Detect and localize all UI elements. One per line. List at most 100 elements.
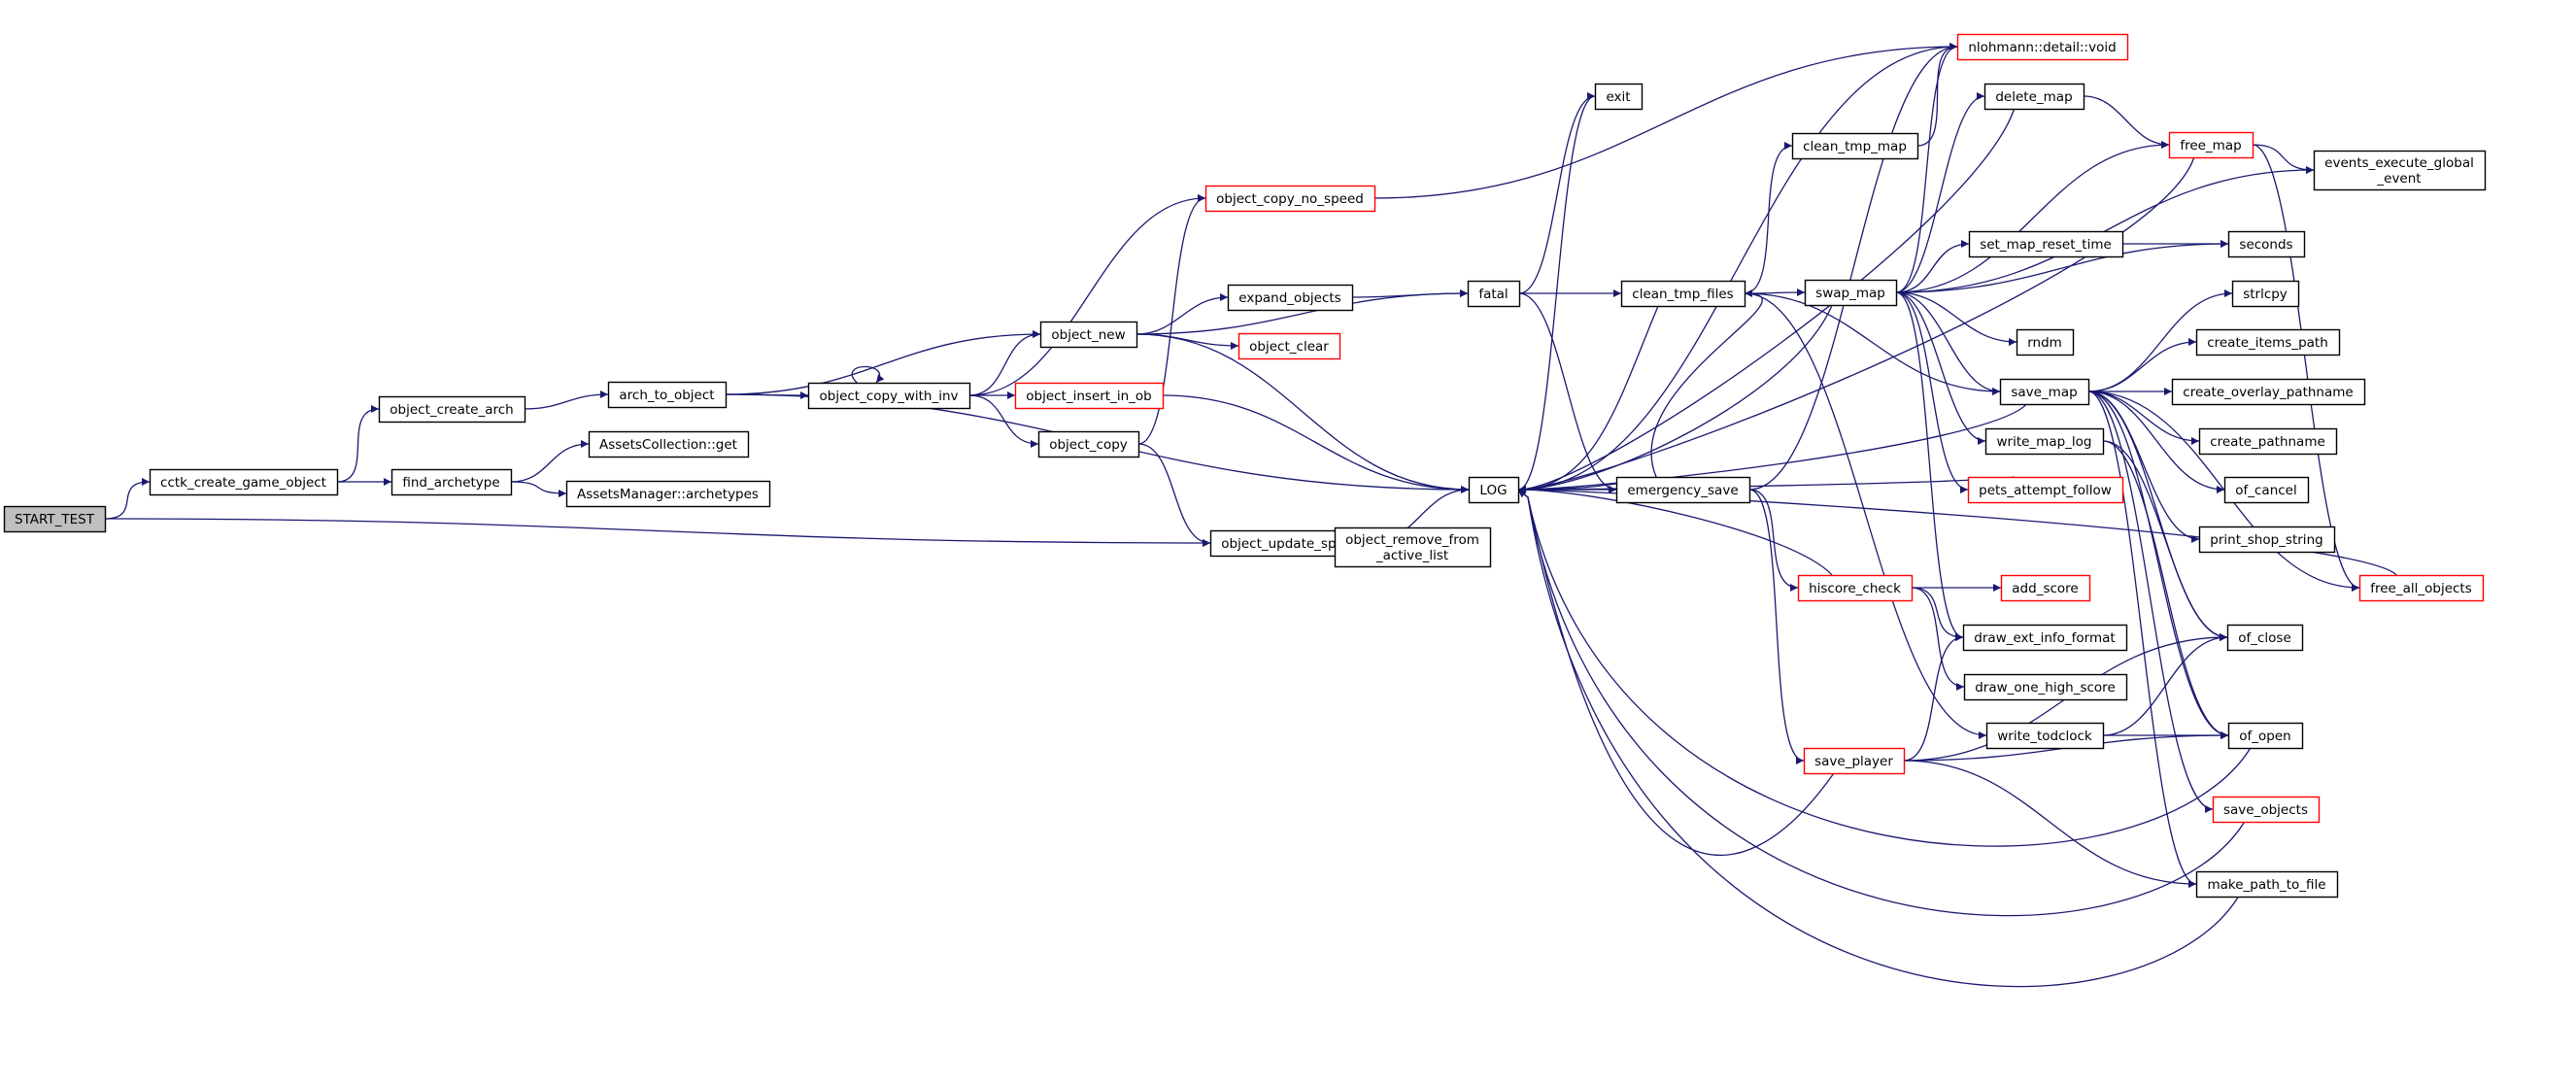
node-box[interactable] [378, 395, 526, 424]
node-box[interactable] [607, 381, 728, 409]
node-find-archetype[interactable]: find_archetype [390, 468, 513, 496]
node-log[interactable]: LOG [1468, 476, 1520, 504]
node-strlcpy[interactable]: strlcpy [2231, 280, 2300, 308]
node-box[interactable] [1594, 83, 1644, 111]
node-hiscore-check[interactable]: hiscore_check [1797, 574, 1914, 602]
node-box[interactable] [2016, 328, 2075, 356]
node-write-todclock[interactable]: write_todclock [1985, 722, 2105, 750]
node-create-pathname[interactable]: create_pathname [2198, 427, 2338, 456]
node-box[interactable] [1615, 476, 1751, 504]
node-box[interactable] [2231, 280, 2300, 308]
node-box[interactable] [390, 468, 513, 496]
node-box[interactable] [3, 505, 107, 533]
node-box[interactable] [1999, 378, 2090, 406]
node-box[interactable] [1803, 747, 1906, 775]
node-emergency-save[interactable]: emergency_save [1615, 476, 1751, 504]
node-cctk-create-game-object[interactable]: cctk_create_game_object [149, 468, 339, 496]
node-box[interactable] [1227, 284, 1354, 312]
node-box[interactable] [1956, 33, 2129, 61]
node-box[interactable] [1237, 332, 1341, 360]
node-object-remove-from-active-list[interactable]: object_remove_from_active_list [1334, 526, 1492, 568]
node-box[interactable] [2195, 870, 2339, 899]
node-box[interactable] [2227, 722, 2304, 750]
node-box[interactable] [1967, 476, 2124, 504]
node-box[interactable] [1968, 230, 2124, 258]
node-box[interactable] [2227, 230, 2306, 258]
node-box[interactable] [1467, 280, 1521, 308]
node-clean-tmp-files[interactable]: clean_tmp_files [1620, 280, 1746, 308]
node-box[interactable] [588, 430, 750, 458]
node-box[interactable] [1468, 476, 1520, 504]
node-save-map[interactable]: save_map [1999, 378, 2090, 406]
node-object-copy[interactable]: object_copy [1037, 430, 1140, 458]
node-box[interactable] [1984, 427, 2105, 456]
node-write-map-log[interactable]: write_map_log [1984, 427, 2105, 456]
node-object-create-arch[interactable]: object_create_arch [378, 395, 526, 424]
node-box[interactable] [1014, 382, 1165, 410]
node-box[interactable] [2223, 476, 2310, 504]
node-assetsmanager-archetypes[interactable]: AssetsManager::archetypes [565, 480, 771, 508]
node-box[interactable] [2226, 624, 2304, 652]
node-box[interactable] [1985, 722, 2105, 750]
node-start-test[interactable]: START_TEST [3, 505, 107, 533]
node-box[interactable] [149, 468, 339, 496]
node-object-new[interactable]: object_new [1039, 321, 1138, 349]
node-save-player[interactable]: save_player [1803, 747, 1906, 775]
node-draw-ext-info-format[interactable]: draw_ext_info_format [1962, 624, 2128, 652]
node-box[interactable] [1797, 574, 1914, 602]
node-box[interactable] [1620, 280, 1746, 308]
node-box[interactable] [2168, 131, 2254, 159]
node-print-shop-string[interactable]: print_shop_string [2198, 526, 2336, 554]
node-pets-attempt-follow[interactable]: pets_attempt_follow [1967, 476, 2124, 504]
node-box[interactable] [2195, 328, 2341, 356]
node-box[interactable] [2198, 526, 2336, 554]
node-box[interactable] [1204, 185, 1376, 213]
node-create-items-path[interactable]: create_items_path [2195, 328, 2341, 356]
call-edge-find-archetype-to-assetsmanager-archetypes [510, 481, 567, 497]
node-box[interactable] [1334, 526, 1492, 568]
node-make-path-to-file[interactable]: make_path_to_file [2195, 870, 2339, 899]
node-rndm[interactable]: rndm [2016, 328, 2075, 356]
node-box[interactable] [1963, 673, 2128, 701]
node-of-close[interactable]: of_close [2226, 624, 2304, 652]
node-box[interactable] [2358, 574, 2485, 602]
node-box[interactable] [1983, 83, 2085, 111]
node-free-map[interactable]: free_map [2168, 131, 2254, 159]
node-box[interactable] [807, 382, 971, 410]
node-delete-map[interactable]: delete_map [1983, 83, 2085, 111]
node-object-copy-no-speed[interactable]: object_copy_no_speed [1204, 185, 1376, 213]
node-fatal[interactable]: fatal [1467, 280, 1521, 308]
node-arch-to-object[interactable]: arch_to_object [607, 381, 728, 409]
node-object-clear[interactable]: object_clear [1237, 332, 1341, 360]
node-seconds[interactable]: seconds [2227, 230, 2306, 258]
node-box[interactable] [1039, 321, 1138, 349]
node-box[interactable] [1037, 430, 1140, 458]
node-set-map-reset-time[interactable]: set_map_reset_time [1968, 230, 2124, 258]
node-draw-one-high-score[interactable]: draw_one_high_score [1963, 673, 2128, 701]
node-save-objects[interactable]: save_objects [2212, 796, 2321, 824]
node-events-execute-global-event[interactable]: events_execute_global_event [2313, 150, 2487, 191]
node-of-open[interactable]: of_open [2227, 722, 2304, 750]
node-label: print_shop_string [2210, 532, 2322, 548]
node-box[interactable] [1791, 132, 1919, 160]
node-nlohmann-detail-void[interactable]: nlohmann::detail::void [1956, 33, 2129, 61]
node-object-insert-in-ob[interactable]: object_insert_in_ob [1014, 382, 1165, 410]
node-object-copy-with-inv[interactable]: object_copy_with_inv [807, 382, 971, 410]
node-of-cancel[interactable]: of_cancel [2223, 476, 2310, 504]
node-exit[interactable]: exit [1594, 83, 1644, 111]
node-box[interactable] [2000, 574, 2091, 602]
node-swap-map[interactable]: swap_map [1804, 279, 1898, 307]
node-add-score[interactable]: add_score [2000, 574, 2091, 602]
node-assetscollection-get[interactable]: AssetsCollection::get [588, 430, 750, 458]
node-box[interactable] [2313, 150, 2487, 191]
node-free-all-objects[interactable]: free_all_objects [2358, 574, 2485, 602]
node-box[interactable] [1804, 279, 1898, 307]
node-clean-tmp-map[interactable]: clean_tmp_map [1791, 132, 1919, 160]
node-box[interactable] [2171, 378, 2366, 406]
node-create-overlay-pathname[interactable]: create_overlay_pathname [2171, 378, 2366, 406]
node-box[interactable] [2198, 427, 2338, 456]
node-box[interactable] [2212, 796, 2321, 824]
node-box[interactable] [565, 480, 771, 508]
node-box[interactable] [1962, 624, 2128, 652]
node-expand-objects[interactable]: expand_objects [1227, 284, 1354, 312]
